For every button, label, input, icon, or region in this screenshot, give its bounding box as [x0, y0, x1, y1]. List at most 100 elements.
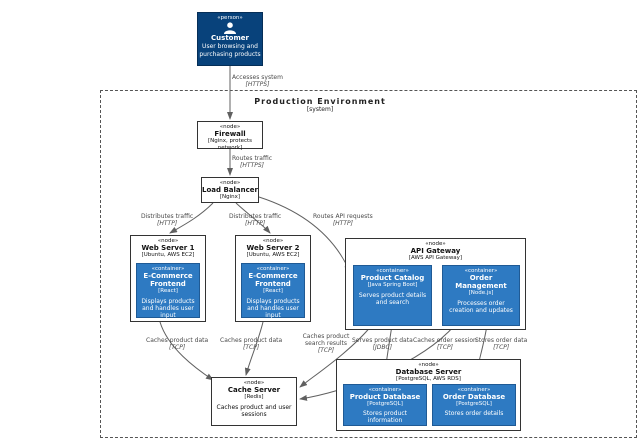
- node-stereotype: «node»: [425, 241, 446, 247]
- container-tech: [React]: [158, 288, 178, 295]
- node-name: API Gateway: [410, 247, 461, 256]
- node-tech: [Nginx]: [219, 194, 241, 201]
- edge-label-text: Accesses system: [232, 74, 283, 81]
- node-stereotype: «node»: [262, 238, 284, 244]
- node-tech: [Nginx, protects network]: [207, 138, 253, 151]
- edge-label-routes-api-requests: Routes API requests [HTTP]: [313, 213, 373, 227]
- node-stereotype: «node»: [157, 238, 179, 244]
- container-product-database: «container» Product Database [PostgreSQL…: [343, 384, 427, 426]
- edge-protocol-text: [HTTP]: [332, 220, 353, 228]
- container-tech: [PostgreSQL]: [367, 401, 403, 408]
- node-web-server-2: «node» Web Server 2 [Ubuntu, AWS EC2] «c…: [235, 235, 311, 322]
- person-description: User browsing and purchasing products: [199, 43, 261, 58]
- boundary-production-environment: [100, 90, 637, 438]
- container-description: Serves product details and search: [358, 291, 427, 306]
- container-name: Order Management: [455, 274, 507, 291]
- edge-protocol-text: [TCP]: [169, 344, 186, 352]
- boundary-subtitle: [system]: [306, 106, 334, 113]
- node-load-balancer: «node» Load Balancer [Nginx]: [201, 177, 259, 203]
- container-product-catalog: «container» Product Catalog [Java Spring…: [353, 265, 432, 326]
- node-tech: [PostgreSQL, AWS RDS]: [396, 376, 461, 383]
- node-stereotype: «node»: [418, 362, 439, 368]
- edge-label-distributes-traffic-1: Distributes traffic [HTTP]: [141, 213, 193, 227]
- edge-label-accesses-system: Accesses system [HTTPS]: [232, 74, 283, 88]
- node-firewall: «node» Firewall [Nginx, protects network…: [197, 121, 263, 151]
- container-ecommerce-frontend-1: «container» E-Commerce Frontend [React] …: [136, 263, 200, 320]
- node-name: Cache Server: [227, 386, 281, 395]
- edge-label-text: Caches product search results: [302, 333, 350, 348]
- container-stereotype: «container»: [464, 268, 498, 274]
- edge-label-stores-order-data: Stores order data [TCP]: [475, 337, 527, 351]
- person-stereotype: «person»: [217, 15, 243, 21]
- container-name: Product Catalog: [360, 274, 425, 283]
- edge-protocol-text: [TCP]: [493, 344, 510, 352]
- node-name: Load Balancer: [202, 186, 258, 195]
- edge-label-text: Caches order session: [413, 337, 477, 344]
- node-stereotype: «node»: [219, 124, 241, 130]
- container-description: Displays products and handles user input: [141, 297, 195, 320]
- edge-path-caches-product-data-1: [159, 321, 214, 381]
- node-name: Web Server 2: [246, 244, 300, 253]
- container-order-management: «container» Order Management [Node.js] P…: [442, 265, 520, 326]
- node-description: Caches product and user sessions: [216, 403, 292, 418]
- node-cache-server: «node» Cache Server [Redis] Caches produ…: [211, 377, 297, 426]
- node-stereotype: «node»: [219, 180, 241, 186]
- node-api-gateway: «node» API Gateway [AWS API Gateway] «co…: [345, 238, 526, 330]
- node-database-server: «node» Database Server [PostgreSQL, AWS …: [336, 359, 521, 431]
- container-ecommerce-frontend-2: «container» E-Commerce Frontend [React] …: [241, 263, 305, 320]
- edge-label-text: Caches product data: [220, 337, 283, 344]
- edge-protocol-text: [HTTPS]: [245, 81, 270, 89]
- node-tech: [AWS API Gateway]: [408, 255, 463, 262]
- person-customer: «person» Customer User browsing and purc…: [197, 12, 263, 66]
- node-tech: [Ubuntu, AWS EC2]: [246, 252, 300, 259]
- node-stereotype: «node»: [243, 380, 265, 386]
- container-description: Processes order creation and updates: [449, 299, 513, 314]
- node-name: Firewall: [214, 130, 246, 139]
- boundary-title: Production Environment: [254, 97, 386, 106]
- edge-label-text: Distributes traffic: [229, 213, 282, 220]
- edge-protocol-text: [TCP]: [317, 347, 335, 355]
- container-description: Stores order details: [444, 409, 504, 417]
- edge-label-text: Caches product data: [146, 337, 209, 344]
- edge-label-caches-product-data-1: Caches product data [TCP]: [146, 337, 208, 351]
- edge-protocol-text: [HTTP]: [157, 220, 178, 228]
- node-web-server-1: «node» Web Server 1 [Ubuntu, AWS EC2] «c…: [130, 235, 206, 322]
- boundary-label: Production Environment [system]: [250, 97, 390, 113]
- edge-label-text: Serves product data: [352, 337, 413, 344]
- edge-label-caches-product-data-2: Caches product data [TCP]: [220, 337, 282, 351]
- container-name: E-Commerce Frontend: [143, 272, 193, 289]
- container-name: Product Database: [349, 393, 421, 402]
- container-order-database: «container» Order Database [PostgreSQL] …: [432, 384, 516, 426]
- edge-label-text: Distributes traffic: [141, 213, 194, 220]
- edge-path-distributes-traffic-1: [169, 202, 214, 234]
- node-name: Database Server: [395, 368, 462, 377]
- container-stereotype: «container»: [368, 387, 402, 393]
- edge-label-caches-product-search-results: Caches product search results [TCP]: [300, 333, 352, 355]
- edge-label-caches-order-session: Caches order session [TCP]: [413, 337, 477, 351]
- container-stereotype: «container»: [376, 268, 409, 274]
- edge-protocol-text: [JDBC]: [372, 344, 393, 352]
- edge-label-text: Routes API requests: [313, 213, 373, 220]
- person-icon: [224, 22, 236, 35]
- container-stereotype: «container»: [457, 387, 491, 393]
- container-name: Order Database: [442, 393, 506, 402]
- edge-protocol-text: [HTTP]: [245, 220, 266, 228]
- node-tech: [Ubuntu, AWS EC2]: [141, 252, 195, 259]
- container-tech: [PostgreSQL]: [456, 401, 492, 408]
- edge-label-distributes-traffic-2: Distributes traffic [HTTP]: [229, 213, 281, 227]
- edge-label-routes-traffic: Routes traffic [HTTPS]: [232, 155, 272, 169]
- container-tech: [Java Spring Boot]: [367, 282, 418, 289]
- person-name: Customer: [211, 34, 249, 43]
- container-stereotype: «container»: [256, 266, 290, 272]
- node-tech: [Redis]: [244, 394, 264, 401]
- container-name: E-Commerce Frontend: [248, 272, 298, 289]
- edge-path-distributes-traffic-2: [235, 202, 271, 234]
- container-stereotype: «container»: [151, 266, 185, 272]
- container-description: Stores product information: [363, 409, 407, 424]
- container-description: Displays products and handles user input: [246, 297, 300, 320]
- container-tech: [React]: [263, 288, 283, 295]
- node-name: Web Server 1: [141, 244, 195, 253]
- edge-protocol-text: [TCP]: [436, 344, 453, 352]
- edge-label-text: Routes traffic: [232, 155, 273, 162]
